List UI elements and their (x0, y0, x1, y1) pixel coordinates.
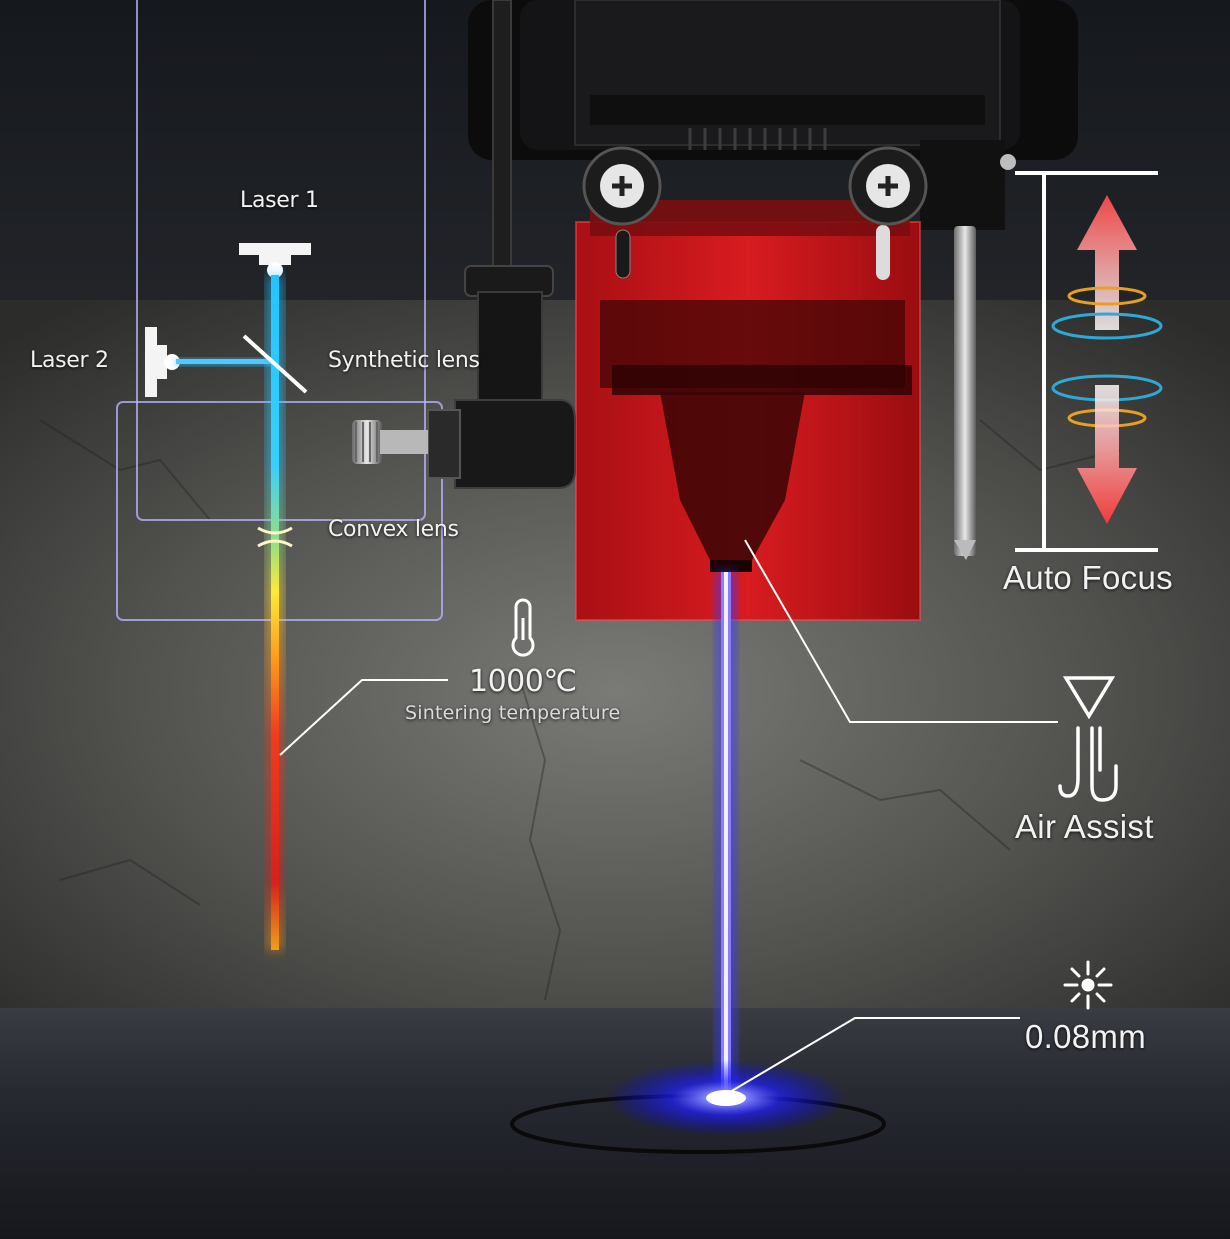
blue-beam-core (724, 572, 728, 1097)
laser2-label: Laser 2 (30, 348, 109, 373)
temperature-caption: Sintering temperature (405, 702, 621, 724)
auto-focus-bracket (1015, 171, 1158, 552)
air-assist-label: Air Assist (1015, 808, 1154, 845)
laser2-beam (176, 359, 276, 364)
synthetic-lens (242, 334, 308, 394)
laser-spot-icon (1063, 960, 1113, 1010)
focus-up-arrow-icon (1051, 195, 1163, 340)
auto-focus-label: Auto Focus (1003, 559, 1173, 596)
convex-lens (257, 526, 293, 548)
temperature-callout-line (279, 679, 448, 756)
temperature-value: 1000℃ (469, 664, 577, 699)
work-surface (0, 1008, 1230, 1239)
laser1-label: Laser 1 (240, 188, 319, 213)
spot-callout-line (729, 1017, 1020, 1093)
laser1-emitter (239, 243, 311, 278)
synthetic-lens-label: Synthetic lens (328, 348, 480, 373)
thumb-screw-left (582, 146, 662, 226)
laser-head (468, 0, 1078, 621)
air-hose (352, 0, 576, 489)
thermometer-icon (511, 598, 535, 657)
spot-size-label: 0.08mm (1025, 1018, 1147, 1055)
air-assist-callout-line (744, 539, 1058, 723)
convex-lens-label: Convex lens (328, 517, 459, 542)
laser-spot (706, 1090, 746, 1106)
focus-down-arrow-icon (1051, 374, 1163, 524)
air-nozzle-icon (1058, 676, 1118, 802)
fused-beam (271, 275, 279, 950)
wall-cracks (39, 419, 1121, 1001)
thumb-screw-right (848, 146, 928, 226)
knurled-screw (352, 420, 428, 464)
focus-probe-knob (1000, 154, 1016, 170)
callout-lines (279, 539, 1058, 1093)
